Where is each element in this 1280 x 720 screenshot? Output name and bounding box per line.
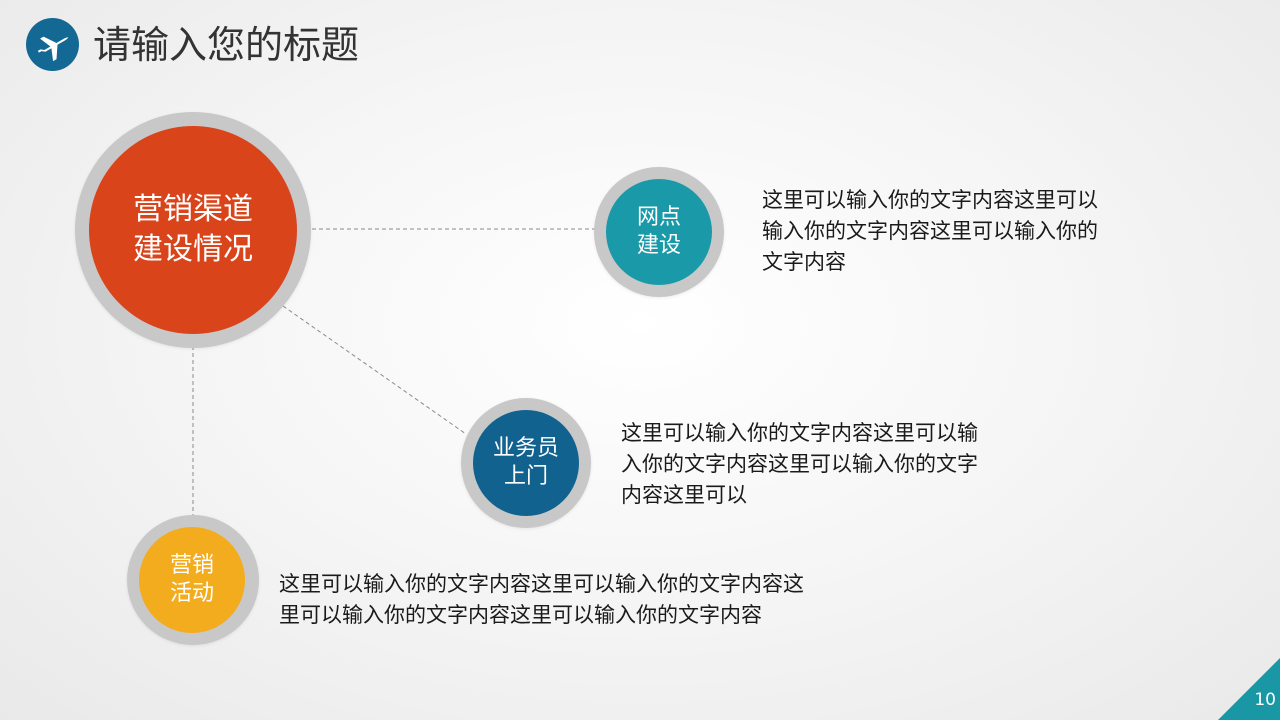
node-marketing-description: 这里可以输入你的文字内容这里可以输入你的文字内容这 里可以输入你的文字内容这里可… bbox=[279, 572, 804, 627]
node-marketing-activity[interactable]: 营销 活动 bbox=[139, 527, 245, 633]
main-node[interactable]: 营销渠道 建设情况 bbox=[89, 126, 297, 334]
node-network-line-1: 网点 bbox=[636, 205, 681, 230]
node-network-line-2: 建设 bbox=[636, 233, 681, 258]
node-salesperson-visit[interactable]: 业务员 上门 bbox=[473, 410, 579, 516]
page-number: 10 bbox=[1254, 690, 1276, 710]
node-marketing-line-2: 活动 bbox=[169, 581, 214, 606]
node-salesperson-line-1: 业务员 bbox=[492, 436, 559, 461]
node-salesperson-line-2: 上门 bbox=[503, 464, 548, 489]
node-marketing-line-1: 营销 bbox=[169, 553, 214, 578]
main-node-line-1: 营销渠道 bbox=[133, 192, 253, 227]
main-node-line-2: 建设情况 bbox=[133, 232, 253, 267]
node-network-construction[interactable]: 网点 建设 bbox=[606, 179, 712, 285]
node-network-description: 这里可以输入你的文字内容这里可以 输入你的文字内容这里可以输入你的 文字内容 bbox=[762, 188, 1098, 274]
page-title: 请输入您的标题 bbox=[93, 23, 360, 67]
airplane-icon bbox=[26, 18, 79, 71]
node-salesperson-description: 这里可以输入你的文字内容这里可以输 入你的文字内容这里可以输入你的文字 内容这里… bbox=[621, 421, 978, 507]
